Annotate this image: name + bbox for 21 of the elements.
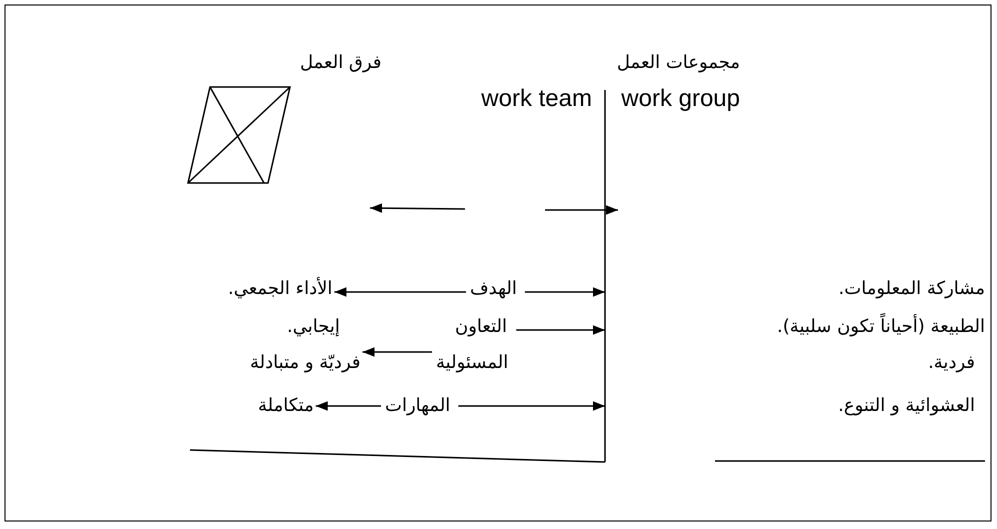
- arrow: [334, 287, 466, 297]
- criterion-label: المسئولية: [436, 352, 508, 374]
- column-heading: فرق العمل: [300, 52, 382, 74]
- arrow: [458, 401, 605, 411]
- column-subheading: work team: [481, 88, 592, 110]
- value-text: مشاركة المعلومات.: [838, 278, 985, 300]
- criterion-label: المهارات: [385, 395, 450, 417]
- arrow: [316, 401, 381, 411]
- criterion-label: التعاون: [455, 316, 507, 338]
- value-text: فردية.: [928, 352, 975, 374]
- arrow: [524, 287, 605, 297]
- value-text: فرديّة و متبادلة: [250, 352, 360, 374]
- arrow: [362, 347, 432, 357]
- value-text: إيجابي.: [287, 316, 340, 338]
- column-heading: مجموعات العمل: [616, 52, 740, 74]
- value-text: متكاملة: [258, 395, 314, 417]
- value-text: العشوائية و التنوع.: [838, 395, 975, 417]
- value-text: الأداء الجمعي.: [228, 278, 332, 300]
- column-subheading: work group: [621, 88, 740, 110]
- criterion-label: الهدف: [470, 278, 517, 300]
- arrow: [516, 325, 605, 335]
